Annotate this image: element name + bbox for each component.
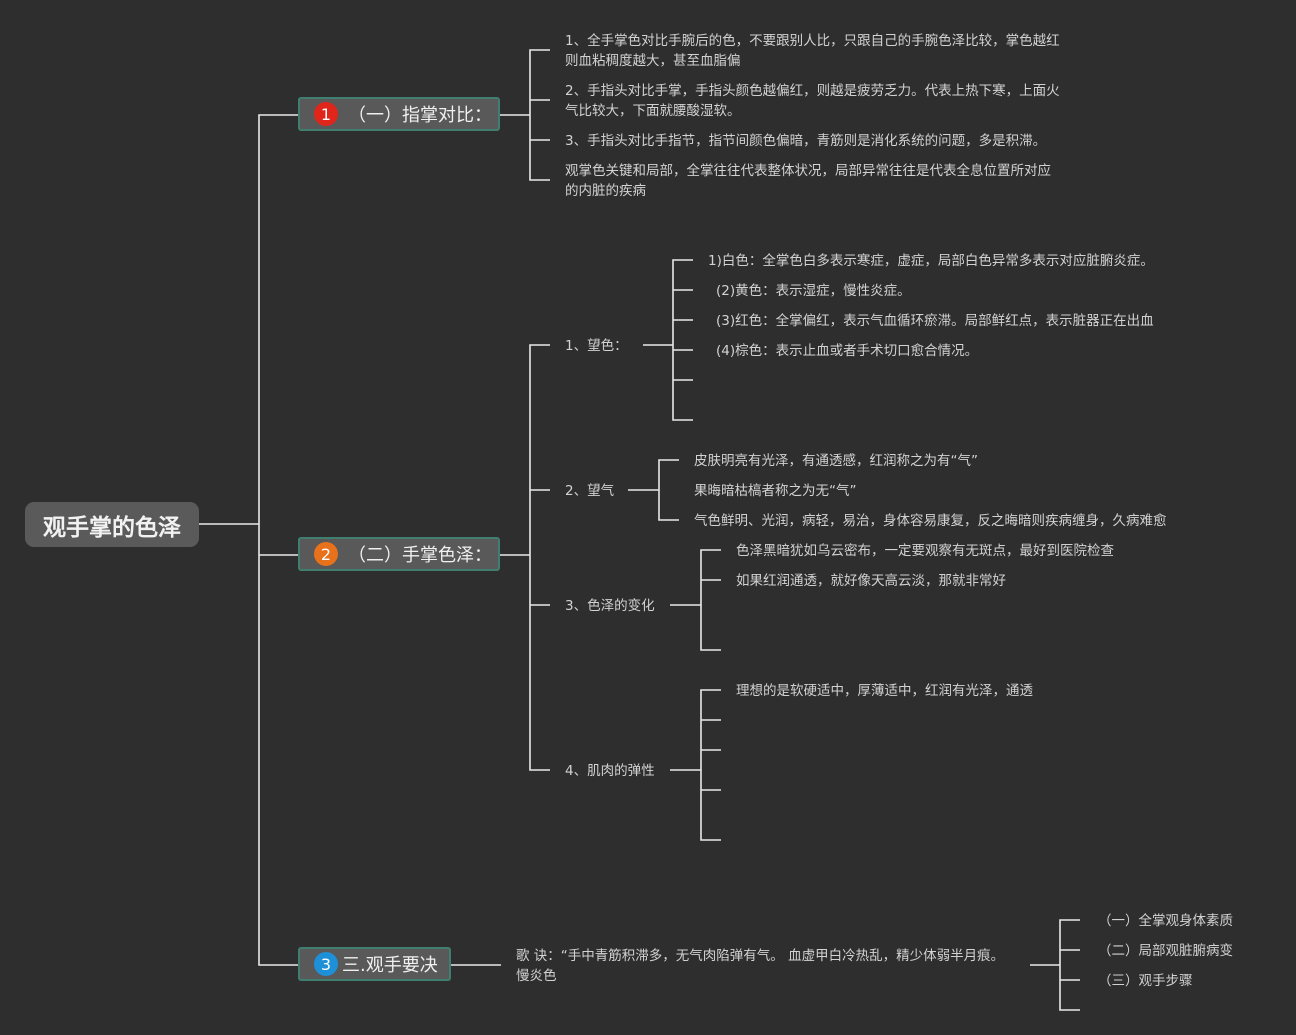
topic-item[interactable]: 3、手指头对比手指节，指节间颜色偏暗，青筋则是消化系统的问题，多是积滞。 <box>565 133 1047 149</box>
topic-item[interactable]: 1、全手掌色对比手腕后的色，不要跟别人比，只跟自己的手腕色泽比较，掌色越红则血粘… <box>565 33 1060 69</box>
branch-hand-reading-key[interactable]: 3 三.观手要决 <box>298 947 451 981</box>
topic-item[interactable]: 理想的是软硬适中，厚薄适中，红润有光泽，通透 <box>736 683 1033 699</box>
topic-item[interactable]: （二）局部观脏腑病变 <box>1098 943 1233 959</box>
verse-text[interactable]: 歌 诀：“手中青筋积滞多，无气肉陷弹有气。 血虚甲白冷热乱，精少体弱半月痕。 慢… <box>516 948 1005 984</box>
topic-item[interactable]: (4)棕色：表示止血或者手术切口愈合情况。 <box>716 343 979 359</box>
topic-item[interactable]: 观掌色关键和局部，全掌往往代表整体状况，局部异常往往是代表全息位置所对应的内脏的… <box>565 163 1051 199</box>
subtopic-observe-color[interactable]: 1、望色： <box>565 338 628 354</box>
topic-item[interactable]: 2、手指头对比手掌，手指头颜色越偏红，则越是疲劳乏力。代表上热下寒，上面火气比较… <box>565 83 1060 119</box>
branch-label: （一）指掌对比： <box>348 105 492 126</box>
branch-label: （二）手掌色泽： <box>348 545 492 566</box>
topic-item[interactable]: (3)红色：全掌偏红，表示气血循环瘀滞。局部鲜红点，表示脏器正在出血 <box>716 313 1154 329</box>
topic-item[interactable]: 气色鲜明、光润，病轻，易治，身体容易康复，反之晦暗则疾病缠身，久病难愈 <box>694 513 1167 529</box>
root-topic[interactable]: 观手掌的色泽 <box>25 502 199 547</box>
topic-item[interactable]: 1)白色：全掌色白多表示寒症，虚症，局部白色异常多表示对应脏腑炎症。 <box>708 253 1154 269</box>
topic-item[interactable]: 如果红润通透，就好像天高云淡，那就非常好 <box>736 573 1006 589</box>
branch-finger-palm-compare[interactable]: 1 （一）指掌对比： <box>298 97 500 131</box>
priority-1-badge: 1 <box>314 102 338 126</box>
topic-item[interactable]: （一）全掌观身体素质 <box>1098 913 1233 929</box>
topic-item[interactable]: 皮肤明亮有光泽，有通透感，红润称之为有“气” <box>694 453 978 469</box>
priority-3-badge: 3 <box>314 952 338 976</box>
topic-item[interactable]: (2)黄色：表示湿症，慢性炎症。 <box>716 283 911 299</box>
topic-item[interactable]: 色泽黑暗犹如乌云密布，一定要观察有无斑点，最好到医院检查 <box>736 543 1114 559</box>
topic-item[interactable]: （三）观手步骤 <box>1098 973 1193 989</box>
subtopic-muscle-elasticity[interactable]: 4、肌肉的弹性 <box>565 763 655 779</box>
subtopic-observe-qi[interactable]: 2、望气 <box>565 483 615 499</box>
branch-palm-color[interactable]: 2 （二）手掌色泽： <box>298 537 500 571</box>
branch-label: 三.观手要决 <box>342 955 438 976</box>
priority-2-badge: 2 <box>314 542 338 566</box>
subtopic-color-change[interactable]: 3、色泽的变化 <box>565 598 655 614</box>
topic-item[interactable]: 果晦暗枯槁者称之为无“气” <box>694 483 857 499</box>
